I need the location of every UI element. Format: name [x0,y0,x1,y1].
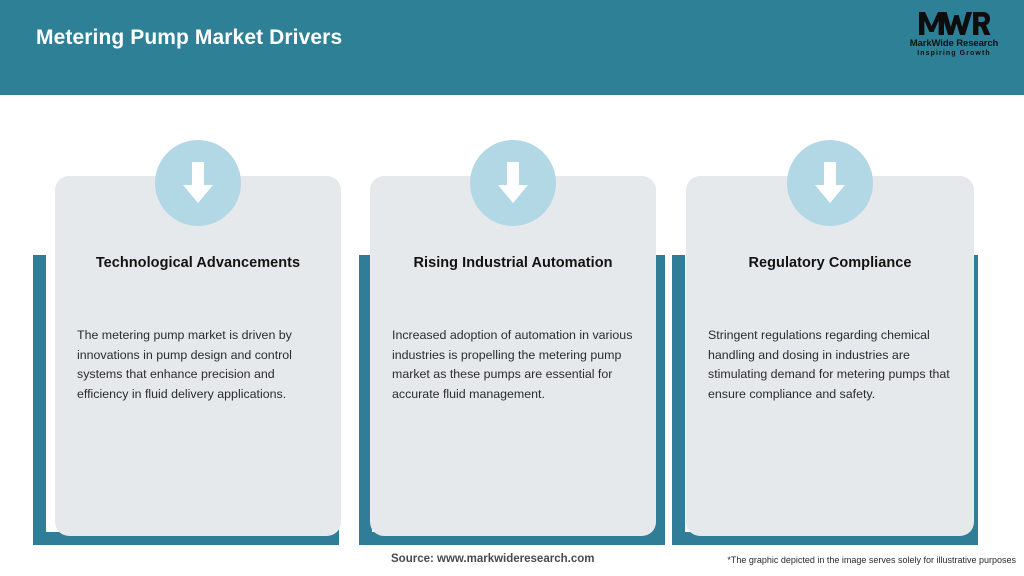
card-panel: Regulatory Compliance Stringent regulati… [686,140,974,536]
card-panel: Rising Industrial Automation Increased a… [370,140,656,536]
company-logo: MarkWide Research Inspiring Growth [902,8,1006,64]
arrow-down-icon [787,140,873,226]
source-label: Source: www.markwideresearch.com [391,553,595,565]
logo-company-name: MarkWide Research [909,38,999,49]
page-footer: Source: www.markwideresearch.com *The gr… [0,535,1024,576]
card-body-text: Stringent regulations regarding chemical… [708,328,950,401]
arrow-down-icon [470,140,556,226]
driver-card-1: Technological Advancements The metering … [33,140,341,545]
driver-card-3: Regulatory Compliance Stringent regulati… [672,140,978,545]
drivers-card-row: Technological Advancements The metering … [0,95,1024,545]
arrow-down-icon [155,140,241,226]
card-panel: Technological Advancements The metering … [55,140,341,536]
page-title: Metering Pump Market Drivers [36,26,343,49]
card-title: Rising Industrial Automation [413,255,613,271]
mwr-logo-mark-icon [902,8,1006,38]
page-header: Metering Pump Market Drivers MarkWide Re… [0,0,1024,95]
disclaimer-note: *The graphic depicted in the image serve… [727,555,1016,565]
logo-tagline: Inspiring Growth [917,50,991,57]
card-title: Technological Advancements [95,255,301,271]
card-title: Regulatory Compliance [748,255,912,271]
card-body-text: The metering pump market is driven by in… [77,328,292,401]
card-body-text: Increased adoption of automation in vari… [392,328,633,401]
driver-card-2: Rising Industrial Automation Increased a… [359,140,665,545]
